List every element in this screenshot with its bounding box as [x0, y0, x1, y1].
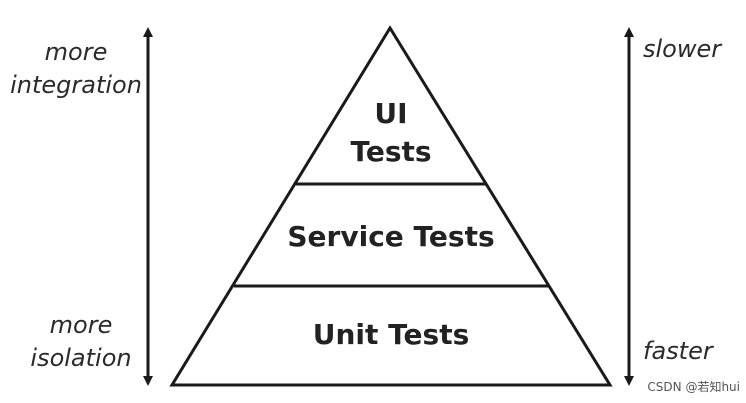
left-bottom-label-line-2: isolation — [30, 344, 131, 372]
service-tests-label: Service Tests — [287, 220, 494, 253]
unit-tests-label: Unit Tests — [313, 318, 470, 351]
pyramid-outline — [169, 25, 613, 387]
ui-tests-label-line-1: UI — [374, 97, 407, 130]
right-bottom-label: faster — [643, 337, 715, 365]
right-top-label: slower — [643, 35, 723, 63]
left-bottom-label-line-1: more — [50, 311, 113, 339]
ui-tests-label-line-2: Tests — [350, 135, 431, 168]
left-top-label-line-2: integration — [10, 71, 142, 99]
left-top-label-line-1: more — [45, 38, 108, 66]
watermark-text: CSDN @若知hui — [647, 380, 740, 394]
